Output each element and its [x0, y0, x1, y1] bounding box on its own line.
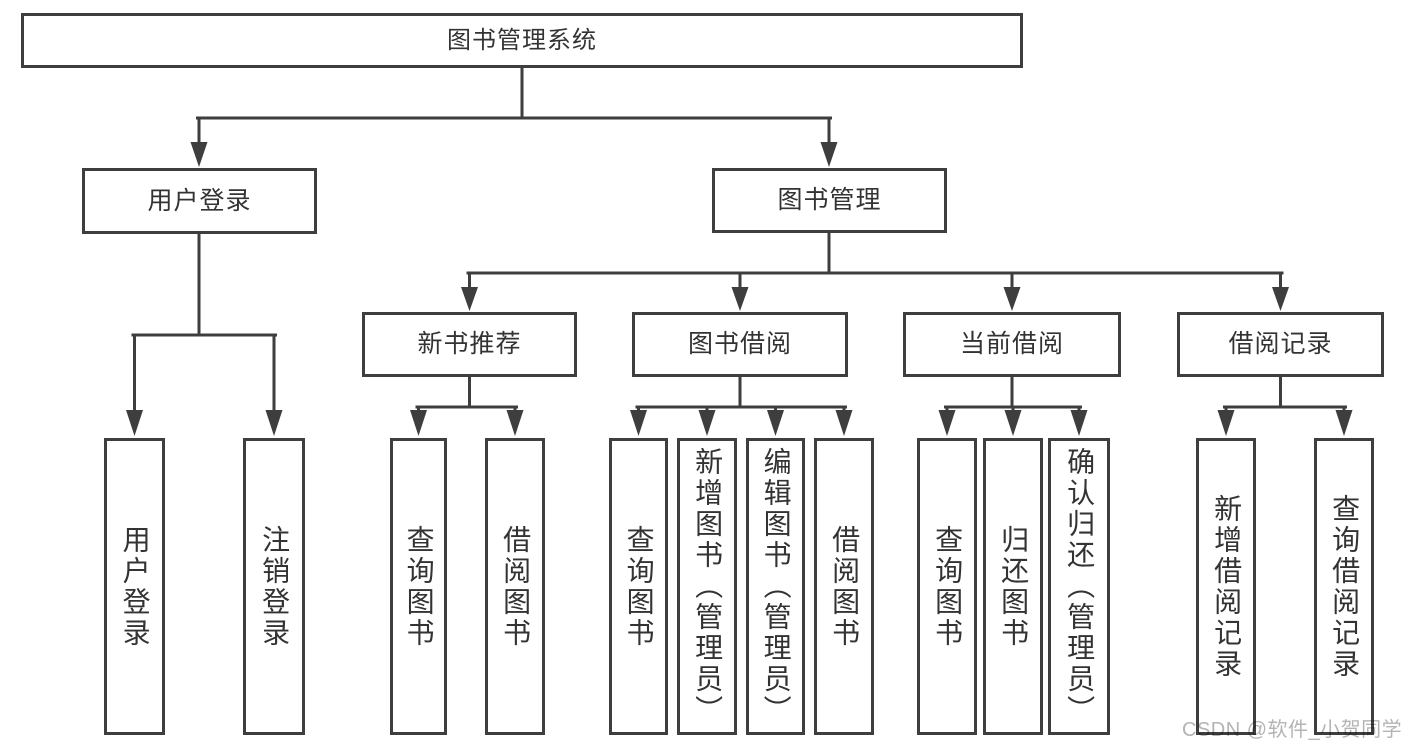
node-library-management-system: 图书管理系统 — [21, 13, 1023, 68]
leaf-edit-books-admin: 编辑图书（管理员） — [746, 438, 805, 735]
leaf-query-books-current: 查询图书 — [917, 438, 977, 735]
node-borrowing-records: 借阅记录 — [1177, 312, 1384, 377]
connector-book-borrow-children — [635, 375, 847, 415]
leaf-return-books: 归还图书 — [983, 438, 1043, 735]
connector-root-to-level2 — [196, 66, 832, 146]
connector-new-book-children — [415, 375, 518, 415]
csdn-watermark: CSDN @软件_小贺同学 — [1182, 719, 1403, 741]
leaf-user-login: 用户登录 — [104, 438, 165, 735]
leaf-query-books-borrowing: 查询图书 — [609, 438, 668, 735]
node-book-management: 图书管理 — [712, 168, 947, 233]
leaf-query-borrow-record: 查询借阅记录 — [1314, 438, 1374, 735]
connector-current-borrow-children — [944, 375, 1082, 415]
connector-book-management-children — [466, 231, 1284, 291]
node-book-borrowing: 图书借阅 — [632, 312, 848, 377]
leaf-add-borrow-record: 新增借阅记录 — [1196, 438, 1256, 735]
connector-borrow-records-children — [1223, 375, 1347, 415]
node-user-login: 用户登录 — [82, 168, 317, 234]
connector-user-login-children — [131, 232, 277, 412]
leaf-add-books-admin: 新增图书（管理员） — [677, 438, 737, 735]
leaf-borrow-books-recommend: 借阅图书 — [485, 438, 545, 735]
leaf-borrow-books-borrowing: 借阅图书 — [814, 438, 874, 735]
leaf-confirm-return-admin: 确认归还（管理员） — [1048, 438, 1110, 735]
leaf-query-books-recommend: 查询图书 — [390, 438, 447, 735]
node-current-borrowing: 当前借阅 — [903, 312, 1121, 377]
node-new-book-recommendation: 新书推荐 — [362, 312, 577, 377]
leaf-logout: 注销登录 — [243, 438, 305, 735]
